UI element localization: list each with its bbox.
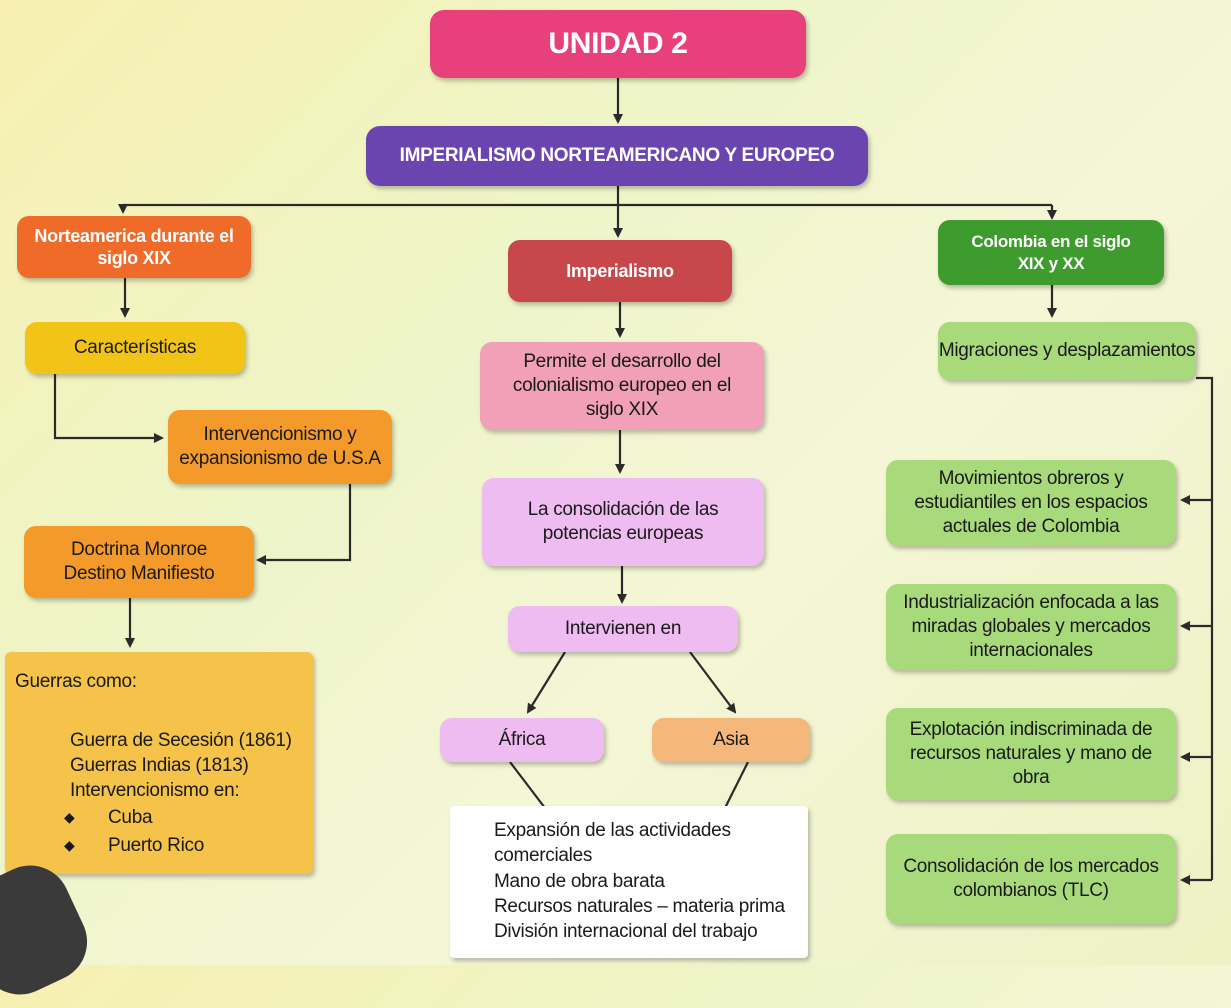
activity-item: Expansión de las actividades (494, 820, 731, 841)
characteristics-box: Características (25, 322, 245, 374)
activity-item: Mano de obra barata (494, 870, 665, 892)
migrations-box: Migraciones y desplazamientos (938, 322, 1196, 380)
industrialization-text: Industrialización enfocada a las miradas… (903, 592, 1159, 661)
diamond-bullet-icon: ◆ (64, 837, 75, 854)
war-item: Guerras Indias (1813) (70, 754, 249, 776)
main-topic-box: IMPERIALISMO NORTEAMERICANO Y EUROPEO (366, 126, 868, 186)
migrations-text: Migraciones y desplazamientos (938, 340, 1196, 362)
colonialism-text: Permite el desarrollo del colonialismo e… (512, 351, 732, 420)
characteristics-text: Características (73, 337, 197, 359)
asia-text: Asia (713, 729, 749, 751)
doctrine-box: Doctrina Monroe Destino Manifiesto (24, 526, 254, 598)
exploitation-text: Explotación indiscriminada de recursos n… (909, 719, 1153, 788)
colombia-heading: Colombia en el siglo XIX y XX (938, 220, 1164, 285)
connector-lines (53, 78, 1214, 885)
war-item: Intervencionismo en: (70, 779, 240, 801)
north-america-heading: Norteamerica durante el siglo XIX (17, 216, 251, 278)
africa-text: África (498, 729, 546, 751)
labor-movements-box: Movimientos obreros y estudiantiles en l… (886, 460, 1176, 546)
activity-item: comerciales (494, 845, 593, 867)
activities-box: Expansión de las actividades comerciales… (450, 806, 808, 958)
labor-movements-text: Movimientos obreros y estudiantiles en l… (914, 468, 1148, 537)
diamond-bullet-icon: ◆ (64, 809, 75, 826)
industrialization-box: Industrialización enfocada a las miradas… (886, 584, 1176, 670)
markets-box: Consolidación de los mercados colombiano… (886, 834, 1176, 924)
markets-text: Consolidación de los mercados colombiano… (903, 856, 1159, 901)
unit-title-text: UNIDAD 2 (548, 27, 688, 61)
doctrine-line-2: Destino Manifiesto (63, 563, 215, 584)
intervene-text: Intervienen en (564, 618, 682, 640)
intervention-box: Intervencionismo y expansionismo de U.S.… (168, 410, 392, 484)
wars-title: Guerras como: (15, 671, 137, 692)
colombia-heading-text: Colombia en el siglo XIX y XX (971, 232, 1131, 273)
activity-item: Recursos naturales – materia prima (494, 895, 785, 917)
consolidation-box: La consolidación de las potencias europe… (482, 478, 764, 566)
imperialism-heading: Imperialismo (508, 240, 732, 302)
intervention-text: Intervencionismo y expansionismo de U.S.… (179, 424, 381, 469)
asia-box: Asia (652, 718, 810, 762)
africa-box: África (440, 718, 604, 762)
war-item: Guerra de Secesión (1861) (70, 729, 292, 751)
exploitation-box: Explotación indiscriminada de recursos n… (886, 708, 1176, 800)
north-america-heading-text: Norteamerica durante el siglo XIX (34, 225, 234, 269)
doctrine-line-1: Doctrina Monroe (71, 539, 207, 561)
activity-item: División internacional del trabajo (494, 921, 758, 943)
main-topic-text: IMPERIALISMO NORTEAMERICANO Y EUROPEO (399, 145, 835, 167)
intervene-box: Intervienen en (508, 606, 738, 652)
intervention-item: ◆Puerto Rico (64, 835, 204, 857)
consolidation-text: La consolidación de las potencias europe… (527, 499, 719, 544)
unit-title: UNIDAD 2 (430, 10, 806, 78)
imperialism-heading-text: Imperialismo (566, 260, 674, 281)
wars-box: Guerras como: Guerra de Secesión (1861) … (5, 652, 313, 874)
intervention-item: ◆Cuba (64, 806, 153, 828)
colonialism-box: Permite el desarrollo del colonialismo e… (480, 342, 764, 430)
